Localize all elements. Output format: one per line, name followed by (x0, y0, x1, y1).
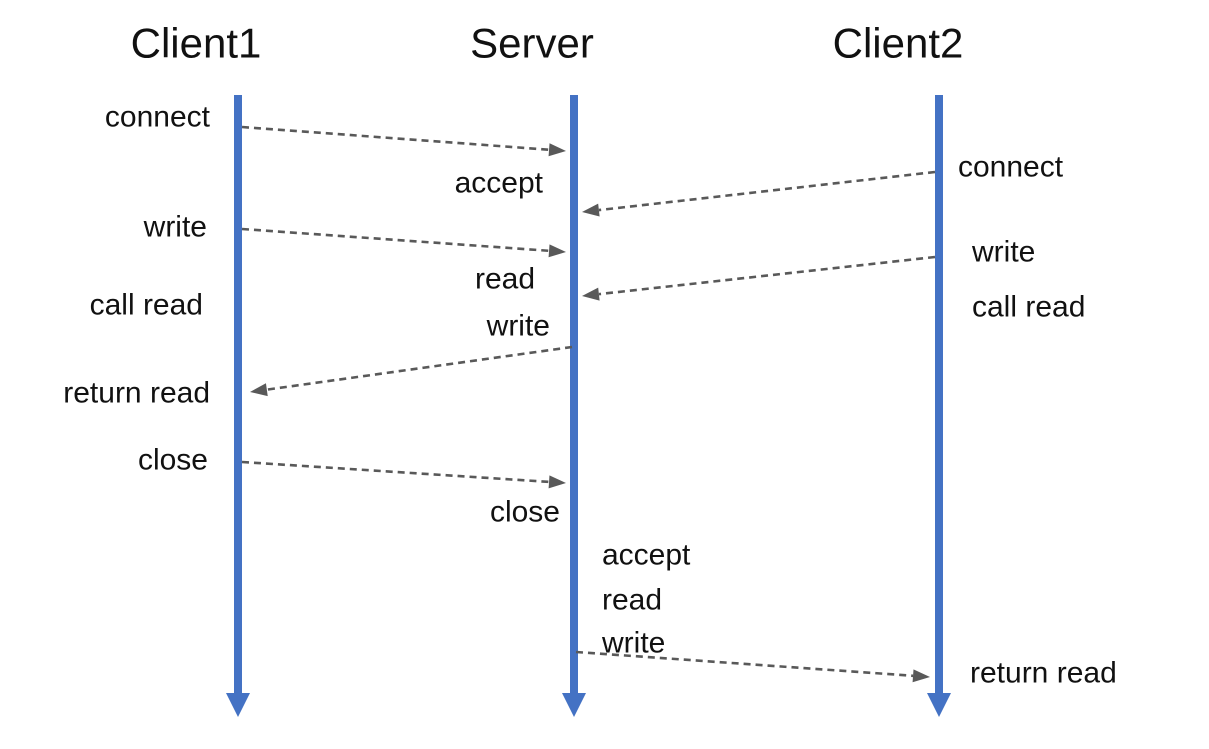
label-server-read-1: read (475, 263, 535, 296)
label-server-write-1: write (486, 310, 550, 343)
label-server-read-2: read (602, 584, 662, 617)
labels-layer: connect write call read return read close acc… (63, 101, 1117, 690)
label-client2-return-read: return read (970, 657, 1117, 690)
lifelines-layer (226, 95, 951, 717)
msg-close-client1-to-server-arrowhead (548, 475, 566, 489)
msg-write-client2-to-server-arrowhead (582, 287, 600, 301)
lifeline-arrowhead-server (562, 693, 586, 717)
msg-connect-client2-to-server-arrowhead (582, 203, 600, 217)
label-server-write-2: write (601, 627, 665, 660)
lifeline-arrowhead-client2 (927, 693, 951, 717)
msg-write-server-to-client2 (575, 650, 914, 678)
lifeline-title-client2: Client2 (833, 20, 964, 67)
label-client1-close: close (138, 444, 208, 477)
label-client1-write: write (143, 211, 207, 244)
label-client2-call-read: call read (972, 291, 1085, 324)
msg-write-server-to-client1-arrowhead (250, 383, 268, 397)
label-server-close: close (490, 496, 560, 529)
msg-connect-client1-to-server-arrowhead (548, 143, 566, 157)
msg-close-client1-to-server (241, 460, 550, 484)
label-client2-connect: connect (958, 151, 1064, 184)
messages-layer (241, 125, 936, 683)
msg-write-server-to-client2-arrowhead (912, 669, 930, 683)
msg-write-client1-to-server (241, 227, 550, 253)
lifeline-title-client1: Client1 (131, 20, 262, 67)
msg-write-server-to-client1 (266, 345, 573, 391)
lifeline-title-server: Server (470, 20, 594, 67)
label-server-accept-1: accept (455, 167, 544, 200)
lifeline-arrowhead-client1 (226, 693, 250, 717)
msg-write-client2-to-server (598, 255, 936, 296)
msg-connect-client1-to-server (241, 125, 550, 152)
label-client1-call-read: call read (90, 289, 203, 322)
msg-connect-client2-to-server (598, 170, 936, 212)
msg-write-client1-to-server-arrowhead (548, 244, 566, 258)
label-client1-return-read: return read (63, 377, 210, 410)
label-client1-connect: connect (105, 101, 211, 134)
titles-layer: Client1 Server Client2 (131, 20, 964, 67)
label-server-accept-2: accept (602, 539, 691, 572)
label-client2-write: write (971, 236, 1035, 269)
